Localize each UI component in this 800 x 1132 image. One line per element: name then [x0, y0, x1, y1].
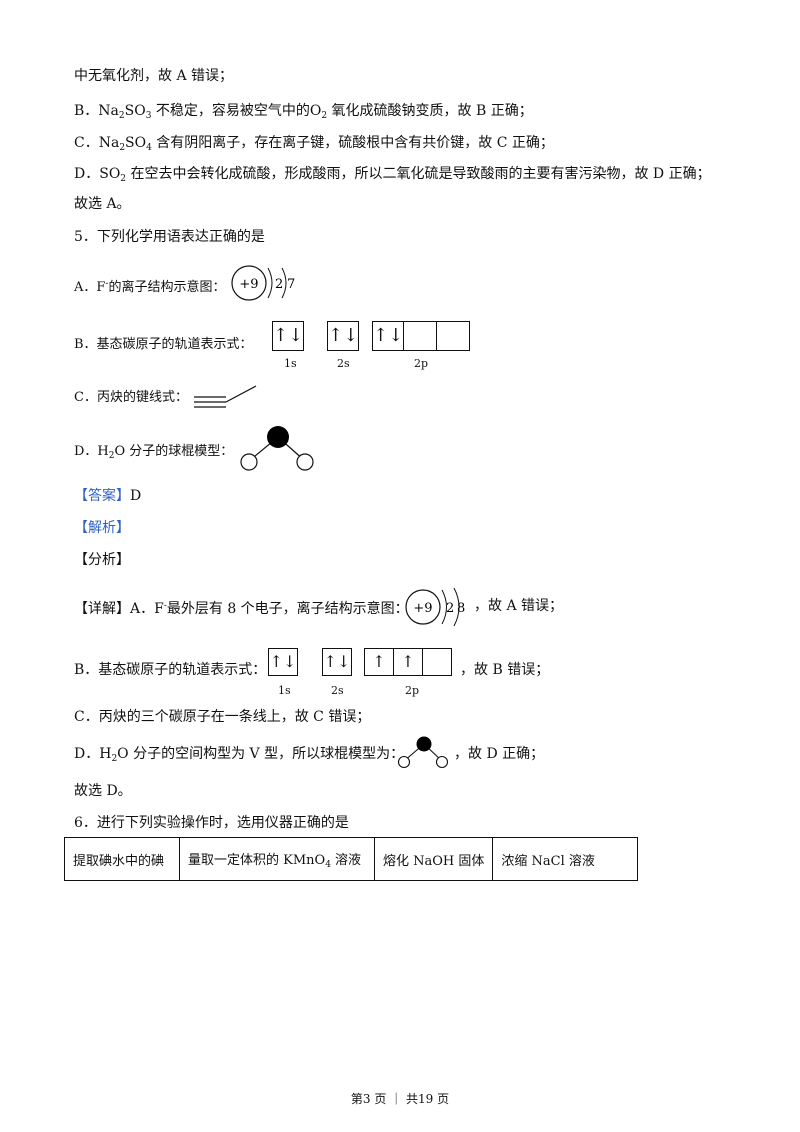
orbital-2p-correct: ↑↑ — [364, 648, 452, 676]
table-cell: 量取一定体积的 KMnO4 溶液 — [179, 837, 375, 881]
question-stem: 5．下列化学用语表达正确的是 — [74, 229, 265, 245]
detail-a: 【详解】A．F-最外层有 8 个电子，离子结构示意图： — [74, 601, 409, 617]
question-stem: 6．进行下列实验操作时，选用仪器正确的是 — [74, 815, 349, 831]
page-footer: 第3 页 ｜ 共19 页 — [350, 1092, 450, 1106]
instrument-table: 提取碘水中的碘 量取一定体积的 KMnO4 溶液 熔化 NaOH 固体 浓缩 N… — [64, 837, 639, 881]
answer-line: 【答案】D — [74, 488, 142, 504]
detail-a-tail: ，故 A 错误； — [474, 598, 564, 614]
table-cell: 提取碘水中的碘 — [64, 837, 180, 881]
shell-1-count: 2 — [446, 601, 454, 616]
orbital-1s: ↑↓ — [272, 321, 304, 351]
text-line: D．SO2 在空去中会转化成硫酸，形成酸雨，所以二氧化硫是导致酸雨的主要有害污染… — [74, 166, 711, 184]
water-ball-stick-model-a — [240, 426, 314, 471]
orbital-1s-correct: ↑↓ — [268, 648, 298, 676]
label-1s: 1s — [284, 357, 297, 370]
option-d: D．H2O 分子的球棍模型： — [74, 444, 234, 461]
orbital-2s-correct: ↑↓ — [322, 648, 352, 676]
table-row: 提取碘水中的碘 量取一定体积的 KMnO4 溶液 熔化 NaOH 固体 浓缩 N… — [64, 837, 639, 881]
option-a: A．F-的离子结构示意图： — [74, 279, 226, 295]
table-cell: 熔化 NaOH 固体 — [373, 837, 494, 881]
shell-2-count: 8 — [457, 601, 465, 616]
nucleus-label: +9 — [239, 277, 258, 292]
water-ball-stick-model-correct — [397, 736, 449, 769]
label-2p: 2p — [414, 357, 429, 370]
propyne-skeletal-formula — [194, 385, 257, 408]
label-2s: 2s — [331, 684, 344, 697]
text-line: B．Na2SO3 不稳定，容易被空气中的O2 氧化成硫酸钠变质，故 B 正确； — [74, 103, 533, 121]
detail-d: D．H2O 分子的空间构型为 V 型，所以球棍模型为： — [74, 746, 405, 764]
label-2p: 2p — [405, 684, 420, 697]
ion-structure-diagram-f: +9 2 8 — [405, 587, 465, 627]
text-line: 中无氧化剂，故 A 错误； — [74, 68, 234, 84]
fenxi-heading: 【分析】 — [74, 552, 130, 568]
label-1s: 1s — [278, 684, 291, 697]
nucleus-label: +9 — [413, 601, 432, 616]
detail-d-tail: ，故 D 正确； — [454, 746, 545, 762]
detail-conclusion: 故选 D。 — [74, 783, 132, 799]
orbital-2s: ↑↓ — [327, 321, 359, 351]
analysis-heading: 【解析】 — [74, 520, 130, 536]
option-c: C．丙炔的键线式： — [74, 390, 188, 405]
orbital-2p: ↑↓ — [372, 321, 470, 351]
shell-2-count: 7 — [287, 277, 295, 292]
detail-c: C．丙炔的三个碳原子在一条线上，故 C 错误； — [74, 709, 371, 725]
shell-1-count: 2 — [275, 277, 283, 292]
text-line: C．Na2SO4 含有阴阳离子，存在离子键，硫酸根中含有共价键，故 C 正确； — [74, 135, 554, 153]
option-b: B．基态碳原子的轨道表示式： — [74, 337, 253, 352]
detail-b: B．基态碳原子的轨道表示式： — [74, 662, 267, 678]
text-line: 故选 A。 — [74, 196, 131, 212]
ion-structure-diagram-a: +9 2 7 — [231, 265, 295, 301]
table-cell: 浓缩 NaCl 溶液 — [492, 837, 639, 881]
detail-b-tail: ，故 B 错误； — [460, 662, 550, 678]
label-2s: 2s — [337, 357, 350, 370]
